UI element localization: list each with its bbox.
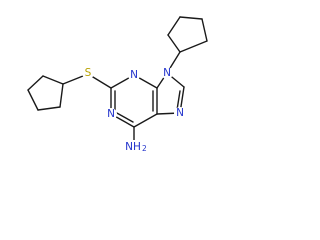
atom-nh2-subscript: 2: [142, 144, 147, 153]
atom-n1: N: [105, 108, 117, 120]
molecule-svg: S N N N N NH 2: [27, 16, 208, 153]
structure-diagram: S N N N N NH 2: [0, 0, 233, 164]
atom-s-label: S: [85, 67, 92, 79]
pyrimidine-ring: [110, 74, 158, 128]
cyclopentyl-ring-n9: [167, 16, 208, 53]
atom-n7-label: N: [176, 107, 184, 119]
atom-n3: N: [128, 69, 140, 81]
atom-n3-label: N: [130, 69, 138, 81]
atom-nh2-label: NH: [125, 141, 141, 153]
atom-n7: N: [174, 107, 186, 119]
atom-n9: N: [161, 67, 173, 79]
cyclopentyl-ring-s: [27, 75, 64, 111]
atom-s: S: [82, 67, 94, 79]
atom-n1-label: N: [107, 108, 115, 120]
atom-n9-label: N: [163, 67, 171, 79]
atom-nh2: NH 2: [124, 140, 148, 153]
